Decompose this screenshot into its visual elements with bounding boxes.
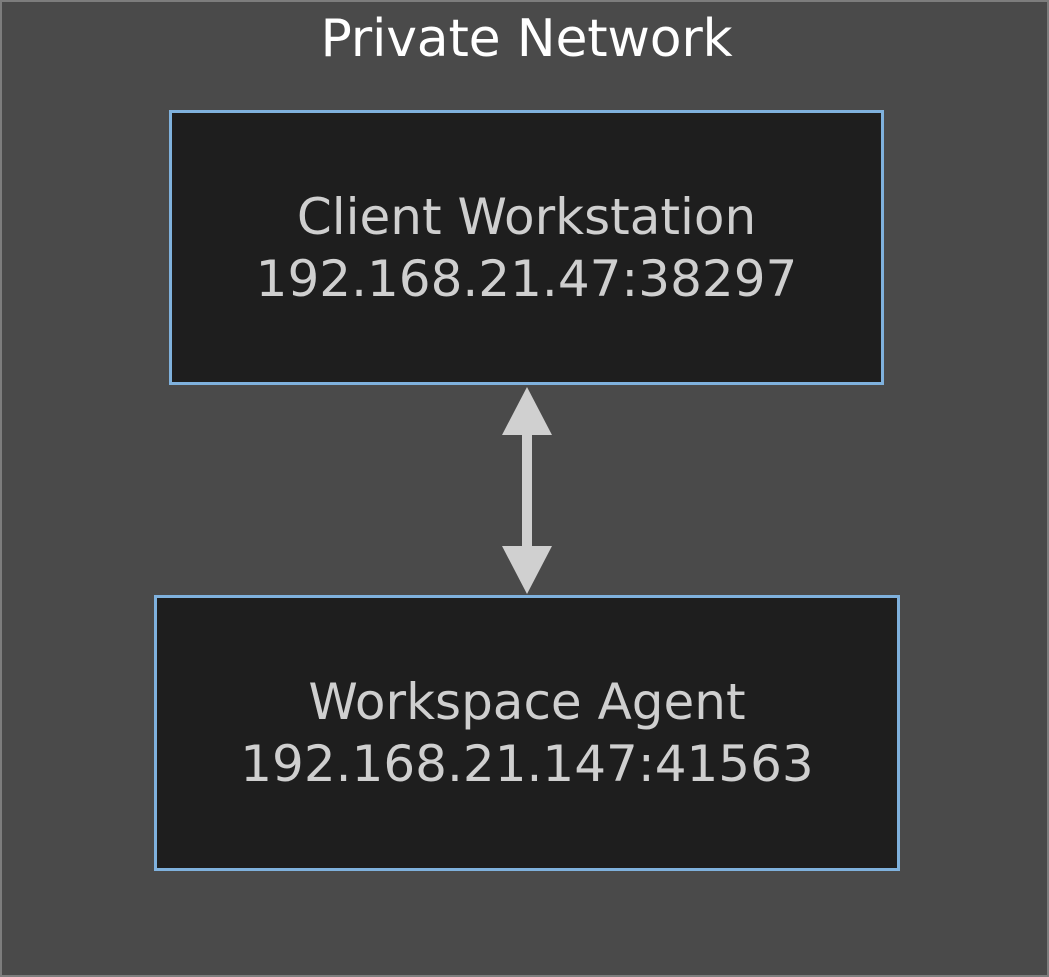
page-title: Private Network: [320, 9, 733, 69]
double-headed-vertical-arrow-icon: [502, 387, 552, 594]
node-workspace-agent-address: 192.168.21.147:41563: [240, 735, 814, 793]
node-workspace-agent[interactable]: Workspace Agent 192.168.21.147:41563: [154, 595, 900, 871]
node-workspace-agent-name: Workspace Agent: [308, 673, 746, 731]
node-client-workstation[interactable]: Client Workstation 192.168.21.47:38297: [169, 110, 884, 385]
node-client-workstation-name: Client Workstation: [296, 187, 757, 246]
node-client-workstation-address: 192.168.21.47:38297: [255, 249, 798, 308]
